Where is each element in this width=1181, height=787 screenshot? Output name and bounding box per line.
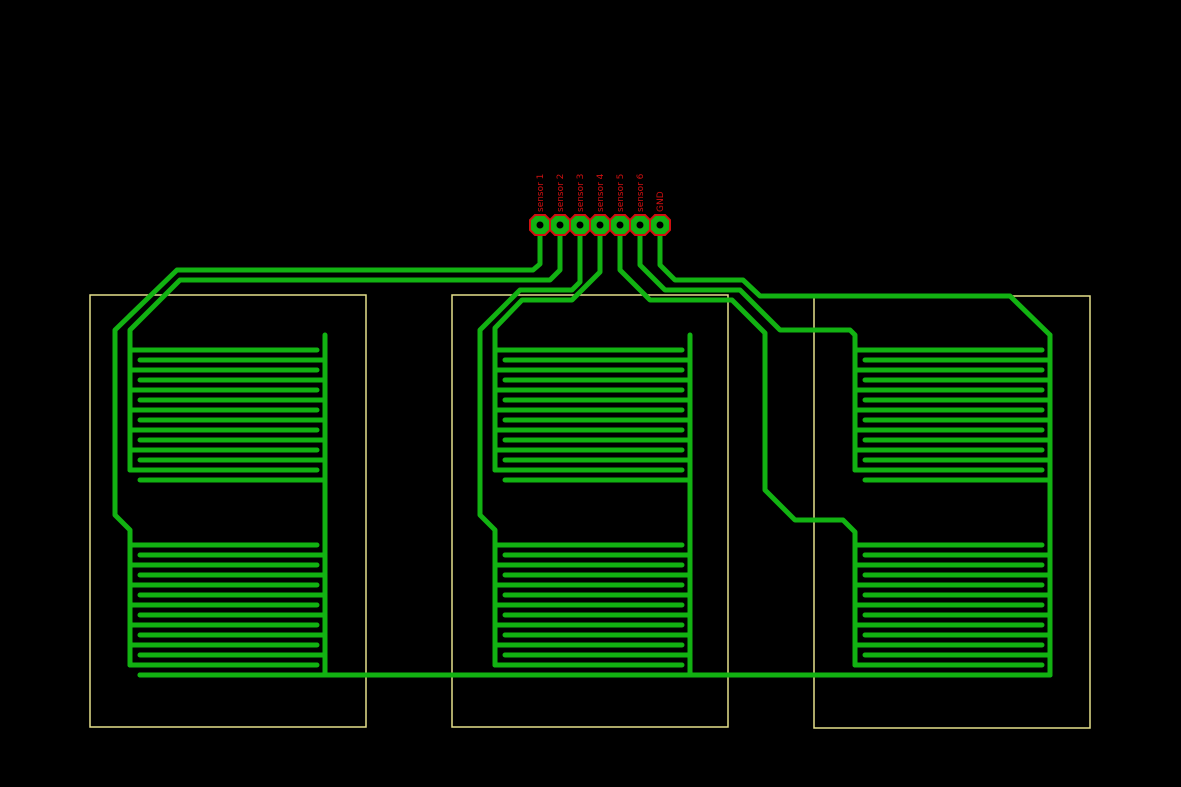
route-sensor-1 xyxy=(112,222,543,668)
pin-label: sensor 6 xyxy=(636,173,646,212)
route-sensor-3 xyxy=(477,222,583,668)
pad-drill xyxy=(656,221,664,229)
pin-label: sensor 3 xyxy=(576,174,586,212)
connector-pin-2[interactable]: sensor 2 xyxy=(549,174,571,236)
pad-drill xyxy=(576,221,584,229)
route-sensor-6 xyxy=(637,222,858,473)
connector-pin-7[interactable]: GND xyxy=(649,191,671,236)
pad-drill xyxy=(556,221,564,229)
connector-pin-4[interactable]: sensor 4 xyxy=(589,173,611,236)
route-sensor-4 xyxy=(492,222,603,473)
connector-header: sensor 1 sensor 2 sensor 3 sensor 4 sensor 5… xyxy=(529,173,671,236)
pin-label: GND xyxy=(656,191,666,212)
pin-label: sensor 2 xyxy=(556,174,566,212)
routing-traces xyxy=(112,222,1053,678)
pad-drill xyxy=(536,221,544,229)
connector-pin-1[interactable]: sensor 1 xyxy=(529,174,551,236)
route-sensor-2 xyxy=(127,222,563,473)
connector-pin-6[interactable]: sensor 6 xyxy=(629,173,651,236)
pin-label: sensor 5 xyxy=(616,174,626,212)
pad-drill xyxy=(616,221,624,229)
pin-label: sensor 1 xyxy=(536,174,546,212)
route-gnd xyxy=(657,222,1053,678)
copper-traces xyxy=(127,332,1053,678)
pin-label: sensor 4 xyxy=(596,173,606,212)
pad-drill xyxy=(636,221,644,229)
connector-pin-3[interactable]: sensor 3 xyxy=(569,174,591,236)
route-sensor-5 xyxy=(617,222,858,668)
connector-pin-5[interactable]: sensor 5 xyxy=(609,174,631,236)
pad-drill xyxy=(596,221,604,229)
board-2-outline xyxy=(451,294,729,728)
board-1-outline xyxy=(89,294,367,728)
